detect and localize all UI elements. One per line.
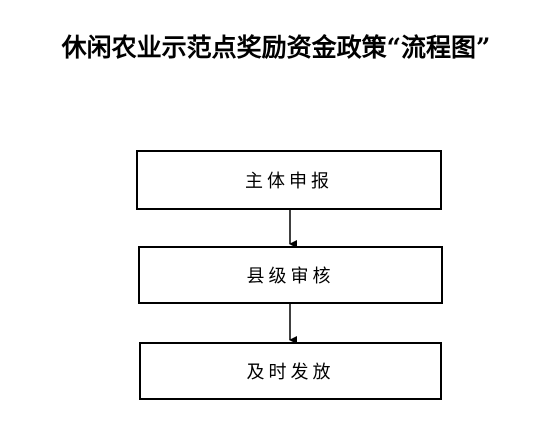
flow-step-label: 主体申报 [245, 171, 333, 192]
diagram-title: 休闲农业示范点奖励资金政策“流程图” [61, 33, 491, 62]
flow-step-submit: 主体申报 [136, 150, 442, 210]
flow-step-label: 及时发放 [246, 362, 335, 383]
flow-step-review: 县级审核 [138, 246, 443, 304]
flow-step-label: 县级审核 [246, 266, 335, 287]
flow-step-disburse: 及时发放 [139, 342, 442, 400]
